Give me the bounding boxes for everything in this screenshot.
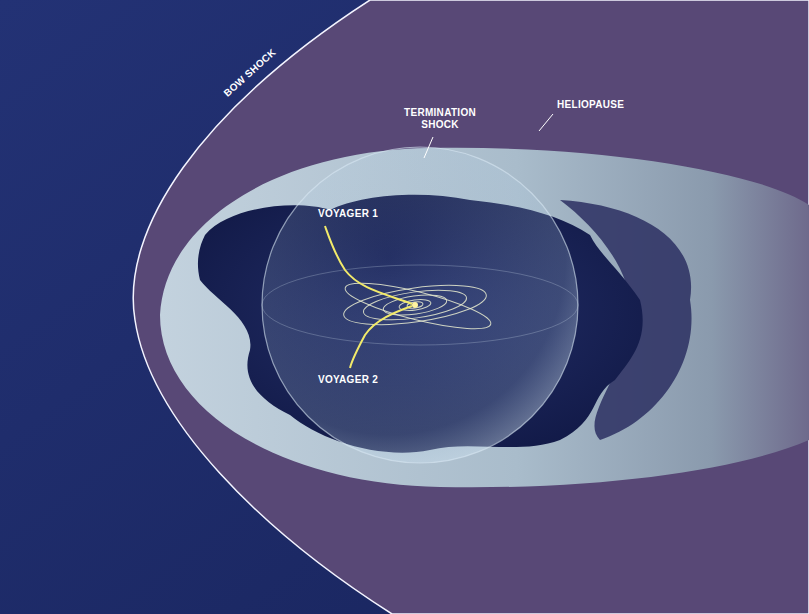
- voyager-label: VOYAGER 1: [318, 208, 378, 220]
- voyager-label: VOYAGER 2: [318, 374, 378, 386]
- termination-shock-label: TERMINATION SHOCK: [398, 107, 482, 131]
- heliopause-label: HELIOPAUSE: [557, 99, 624, 111]
- bow-shock-label: BOW SHOCK: [221, 46, 278, 99]
